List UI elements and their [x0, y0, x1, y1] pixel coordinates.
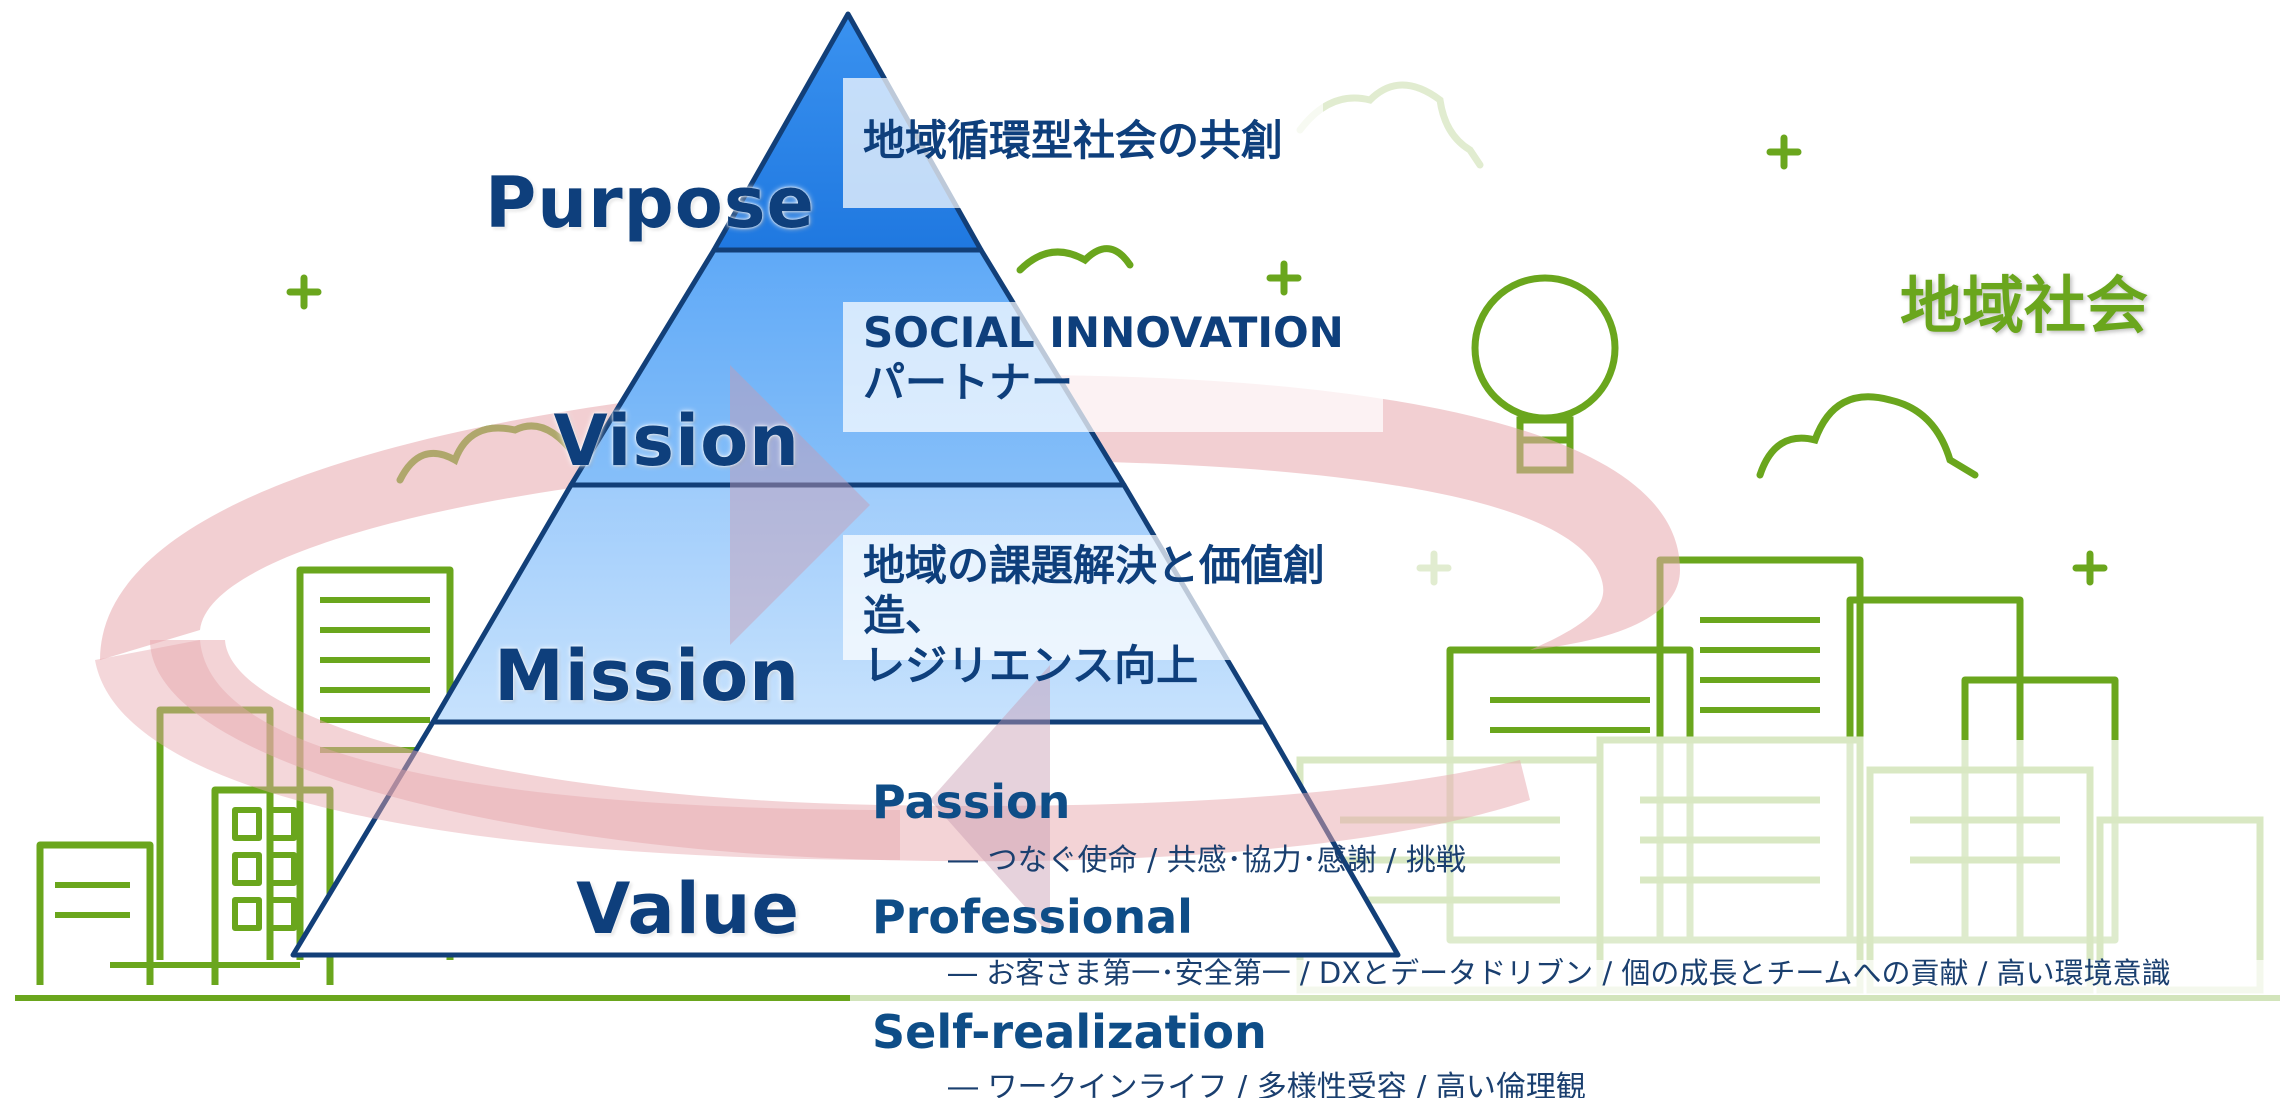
plus-icon [286, 274, 322, 310]
mission-statement-line1: 地域の課題解決と価値創造、 [863, 541, 1326, 640]
purpose-label: Purpose [485, 162, 815, 244]
arrow-front-band [150, 640, 1530, 862]
purpose-statement: 地域循環型社会の共創 [843, 78, 1323, 208]
value-passion-detail: ― つなぐ使命 / 共感･協力･感謝 / 挑戦 [948, 843, 1466, 878]
arrow-front-lower [95, 640, 900, 860]
value-passion-title: Passion [872, 775, 1071, 829]
arrow-head-right [730, 365, 870, 645]
cloud-icon [1016, 245, 1134, 274]
plus-icon [1766, 134, 1802, 170]
vision-statement-line2: パートナー [863, 358, 1074, 407]
plus-icon [1416, 550, 1452, 586]
mission-statement-line2: レジリエンス向上 [863, 641, 1199, 690]
building-icon [211, 786, 334, 985]
vision-statement: SOCIAL INNOVATION パートナー [843, 302, 1383, 432]
building-icon [36, 841, 154, 985]
vision-label: Vision [553, 400, 800, 482]
value-self-realization-detail: ― ワークインライフ / 多様性受容 / 高い倫理観 [948, 1070, 1586, 1098]
plus-icons [286, 134, 2108, 586]
purpose-statement-text: 地域循環型社会の共創 [863, 116, 1284, 165]
ground-fade-overlay [850, 960, 2292, 1005]
cycle-arrow-front [95, 365, 1530, 935]
window-rows [1490, 617, 1820, 733]
value-professional-detail: ― お客さま第一･安全第一 / DXとデータドリブン / 個の成長とチームへの貢… [948, 956, 2171, 990]
arrow-head-left [930, 665, 1050, 935]
window-rows [55, 597, 430, 968]
vision-statement-line1: SOCIAL INNOVATION [863, 308, 1344, 357]
mission-statement: 地域の課題解決と価値創造、 レジリエンス向上 [843, 535, 1403, 690]
community-label: 地域社会 [1900, 269, 2149, 342]
mission-label: Mission [494, 635, 800, 717]
cycle-arrow-back [100, 375, 1680, 660]
value-label: Value [576, 868, 800, 950]
value-self-realization-title: Self-realization [872, 1005, 1267, 1059]
plus-icon [1266, 260, 1302, 296]
cloud-icon [1756, 393, 1979, 479]
value-professional-title: Professional [872, 890, 1193, 944]
plus-icon [2072, 550, 2108, 586]
cloud-icon [1296, 81, 1484, 169]
